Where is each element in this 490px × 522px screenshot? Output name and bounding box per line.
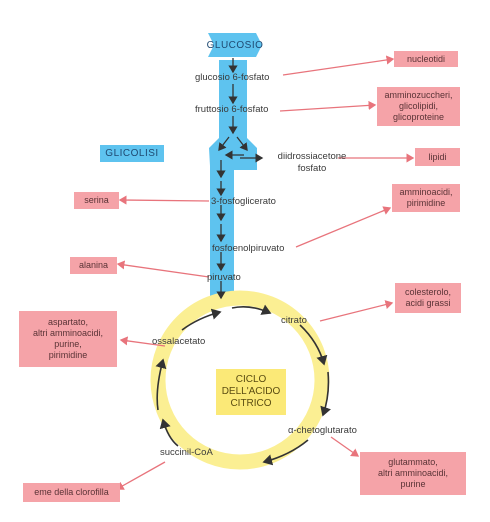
glycolysis-label: GLICOLISI xyxy=(100,145,164,162)
metabolite-f6p: fruttosio 6-fosfato xyxy=(195,104,269,115)
metabolite-succoa: succinil-CoA xyxy=(160,447,213,458)
metabolite-pyruvate: piruvato xyxy=(207,272,241,283)
product-aa-pyrimidines: amminoacidi, pirimidine xyxy=(392,184,460,212)
product-alanine: alanina xyxy=(70,257,117,274)
metabolite-pep: fosfoenolpiruvato xyxy=(212,243,285,254)
metabolite-akg: α-chetoglutarato xyxy=(288,425,357,436)
metabolite-3pg: 3-fosfoglicerato xyxy=(211,196,276,207)
product-serine: serina xyxy=(74,192,119,209)
product-nucleotides: nucleotidi xyxy=(394,51,458,67)
product-aspartate: aspartato, altri amminoacidi, purine, pi… xyxy=(19,311,117,367)
product-aminosugars: amminozuccheri, glicolipidi, glicoprotei… xyxy=(377,87,460,126)
product-heme: eme della clorofilla xyxy=(23,483,120,502)
tca-cycle-label: CICLO DELL'ACIDO CITRICO xyxy=(216,369,286,415)
metabolite-g6p: glucosio 6-fosfato xyxy=(195,72,270,83)
metabolite-oaa: ossalacetato xyxy=(152,336,206,347)
product-cholesterol: colesterolo, acidi grassi xyxy=(395,283,461,313)
metabolite-dhap: diidrossiacetone fosfato xyxy=(277,151,347,174)
glucose-node: GLUCOSIO xyxy=(207,37,263,53)
metabolite-citrate: citrato xyxy=(281,315,307,326)
product-lipids: lipidi xyxy=(415,148,460,166)
product-glutamate: glutammato, altri amminoacidi, purine xyxy=(360,452,466,495)
